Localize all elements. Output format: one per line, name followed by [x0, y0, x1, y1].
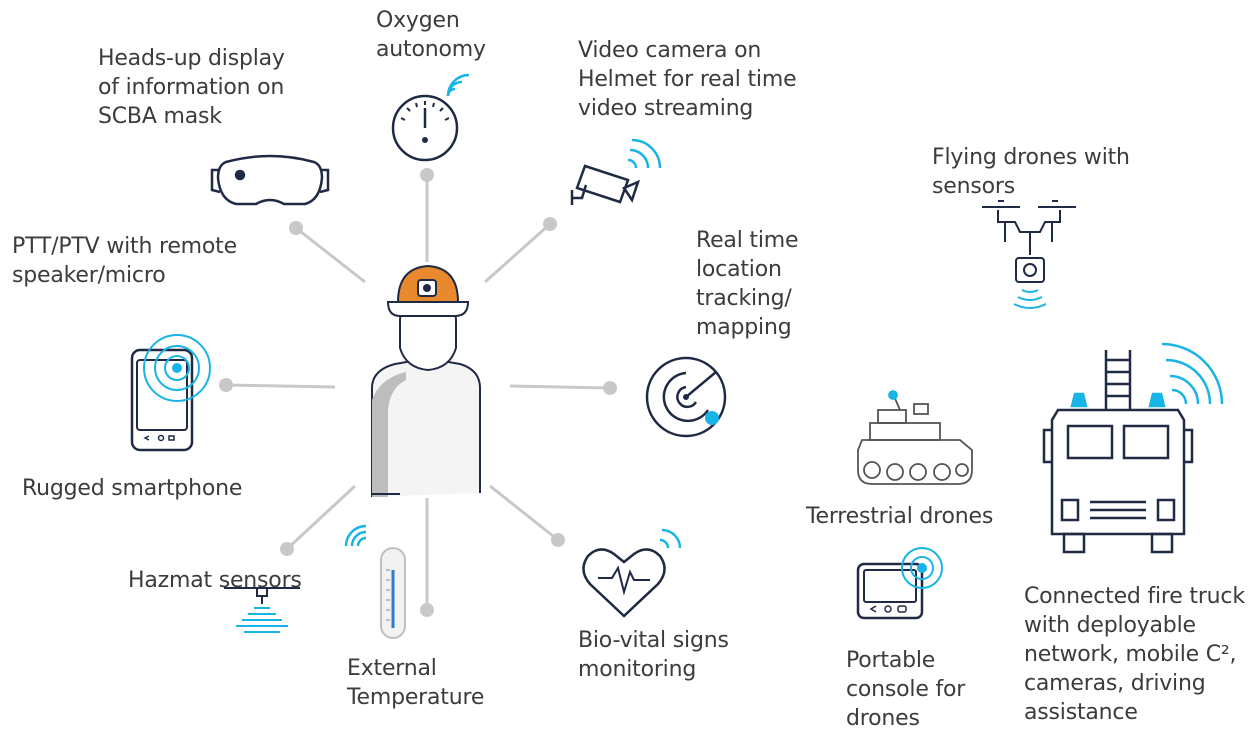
connector-lines [219, 168, 617, 617]
label-hazmat-sensors: Hazmat sensors [128, 568, 302, 593]
label-external-temperature: External Temperature [347, 656, 485, 710]
label-bio-vital-signs: Bio-vital signs monitoring [578, 628, 729, 682]
label-connected-fire-truck: Connected fire truck with deployable net… [1024, 584, 1245, 725]
label-location-tracking: Real time location tracking/ mapping [696, 228, 799, 340]
flying-drone-icon [982, 200, 1076, 309]
label-ptt-ptv: PTT/PTV with remote speaker/micro [12, 234, 237, 288]
label-video-camera: Video camera on Helmet for real time vid… [578, 38, 797, 121]
heartbeat-icon [582, 528, 682, 618]
fire-truck-icon [1042, 342, 1224, 554]
label-oxygen-autonomy: Oxygen autonomy [376, 8, 486, 62]
portable-console-icon [856, 547, 943, 620]
label-portable-console: Portable console for drones [846, 648, 966, 731]
video-camera-icon [570, 138, 662, 205]
label-flying-drones: Flying drones with sensors [932, 145, 1130, 199]
thermometer-icon [344, 524, 406, 639]
smart-glasses-icon [210, 154, 330, 206]
smartphone-icon [130, 334, 211, 452]
label-rugged-smartphone: Rugged smartphone [22, 476, 243, 501]
label-heads-up-display: Heads-up display of information on SCBA … [98, 46, 285, 129]
firefighter-icon [371, 264, 481, 497]
terrestrial-drone-icon [857, 390, 973, 485]
radar-icon [645, 356, 727, 438]
label-terrestrial-drones: Terrestrial drones [806, 504, 994, 529]
hazmat-sensor-icon [224, 587, 300, 633]
gauge-icon [391, 73, 470, 162]
